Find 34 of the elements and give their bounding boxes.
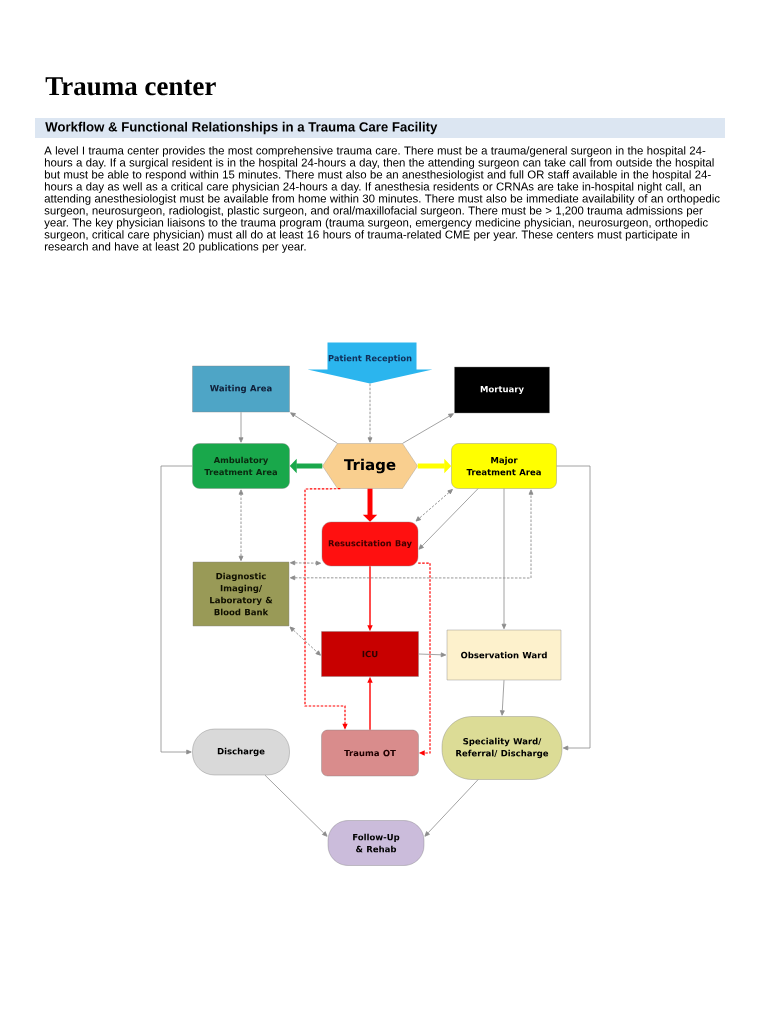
arrow xyxy=(424,779,479,837)
process-box: Observation Ward xyxy=(446,629,562,681)
arrow xyxy=(415,489,453,522)
hexagon-box: Triage xyxy=(322,443,418,489)
process-box: Resuscitation Bay xyxy=(321,521,419,567)
arrow xyxy=(289,489,534,581)
arrow xyxy=(402,413,454,444)
rounded-box: Follow-Up & Rehab xyxy=(327,820,425,866)
arrow xyxy=(367,383,373,443)
arrow xyxy=(160,465,193,755)
arrow xyxy=(418,652,447,658)
process-box: Mortuary xyxy=(454,366,550,414)
process-box: Major Treatment Area xyxy=(451,443,557,489)
process-box: Ambulatory Treatment Area xyxy=(192,443,290,489)
process-box: ICU xyxy=(321,631,419,677)
arrow xyxy=(290,412,338,444)
arrow xyxy=(499,679,505,716)
arrow xyxy=(264,774,328,837)
arrow xyxy=(238,411,244,443)
arrow xyxy=(417,562,431,756)
arrow xyxy=(289,560,322,566)
arrow xyxy=(501,488,507,630)
arrow xyxy=(556,465,591,751)
arrow xyxy=(238,489,244,562)
arrow xyxy=(289,626,321,656)
process-box: Waiting Area xyxy=(192,365,290,413)
process-box: Diagnostic Imaging/ Laboratory & Blood Bank xyxy=(192,561,290,627)
arrow xyxy=(418,488,479,550)
paragraph: A level I trauma center provides the most comprehensive trauma care. There must be a trauma/general surgeon in the hospital 24-hours a day. If a surgical resident is in the hospital 24-hours a day, then the attending surgeon can take call from outside the hospital but must be able to respond within 15 minutes. There must also be an anesthesiologist and full OR staff available in the hospital 24-hours a day as well as a critical care physician 24-hours a day. If anesthesia residents or CRNAs are take in-hospital night call, an attending anesthesiologist must be available from home within 30 minutes. There must also be immediate availability of an orthopedic surgeon, neurosurgeon, radiologist, plastic surgeon, and oral/maxillofacial surgeon. There must be > 1,200 trauma admissions per year. The key physician liaisons to the trauma program (trauma surgeon, emergency medicine physician, neurosurgeon, orthopedic surgeon, critical care physician) must all do at least 16 hours of trauma-related CME per year. These centers must participate in research and have at least 20 publications per year. xyxy=(44,146,720,253)
process-box: Trauma OT xyxy=(321,729,419,777)
rounded-box: Speciality Ward/ Referral/ Discharge xyxy=(441,716,563,780)
page-title: Trauma center xyxy=(45,77,216,96)
section-heading: Workflow & Functional Relationships in a Trauma Care Facility xyxy=(35,118,725,138)
rounded-box: Discharge xyxy=(192,728,290,776)
